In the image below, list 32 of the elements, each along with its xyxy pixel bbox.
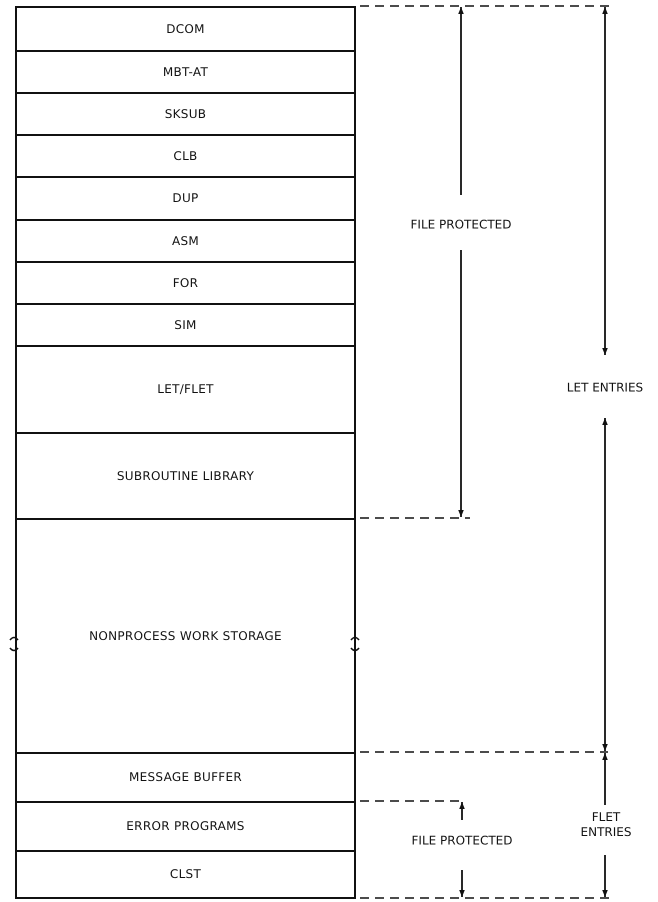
area-name: CLB	[173, 148, 198, 164]
memory-area-row	[15, 50, 356, 92]
memory-area-row	[15, 801, 356, 850]
memory-area-row	[15, 261, 356, 303]
area-name: CLST	[170, 867, 202, 882]
area-name: DUP	[172, 191, 199, 206]
memory-area-row	[15, 176, 356, 219]
memory-area-row	[15, 518, 356, 752]
area-name: MESSAGE BUFFER	[128, 770, 242, 785]
area-name: SKSUB	[164, 106, 206, 122]
memory-area-row	[15, 432, 356, 518]
memory-area-row	[15, 134, 356, 176]
dimension-label: FILE PROTECTED	[410, 218, 512, 232]
area-name: ERROR PROGRAMS	[126, 819, 245, 834]
dimension-label: FLET ENTRIES	[580, 810, 632, 840]
area-name: FOR	[172, 276, 198, 290]
memory-area-row	[15, 303, 356, 345]
area-name: SIM	[174, 318, 197, 332]
memory-area-row	[15, 850, 356, 899]
memory-area-row	[15, 6, 356, 50]
area-name: LET/FLET	[157, 382, 214, 397]
memory-area-row	[15, 345, 356, 432]
dimension-label: LET ENTRIES	[566, 380, 644, 396]
memory-area-row	[15, 92, 356, 134]
memory-area-row	[15, 752, 356, 801]
area-name: ASM	[172, 234, 200, 248]
area-name: NONPROCESS WORK STORAGE	[89, 628, 282, 645]
area-name: DCOM	[166, 22, 205, 36]
area-name: MBT-AT	[162, 64, 208, 80]
dimension-label: FILE PROTECTED	[410, 834, 514, 848]
memory-area-row	[15, 219, 356, 261]
area-name: SUBROUTINE LIBRARY	[116, 468, 254, 484]
